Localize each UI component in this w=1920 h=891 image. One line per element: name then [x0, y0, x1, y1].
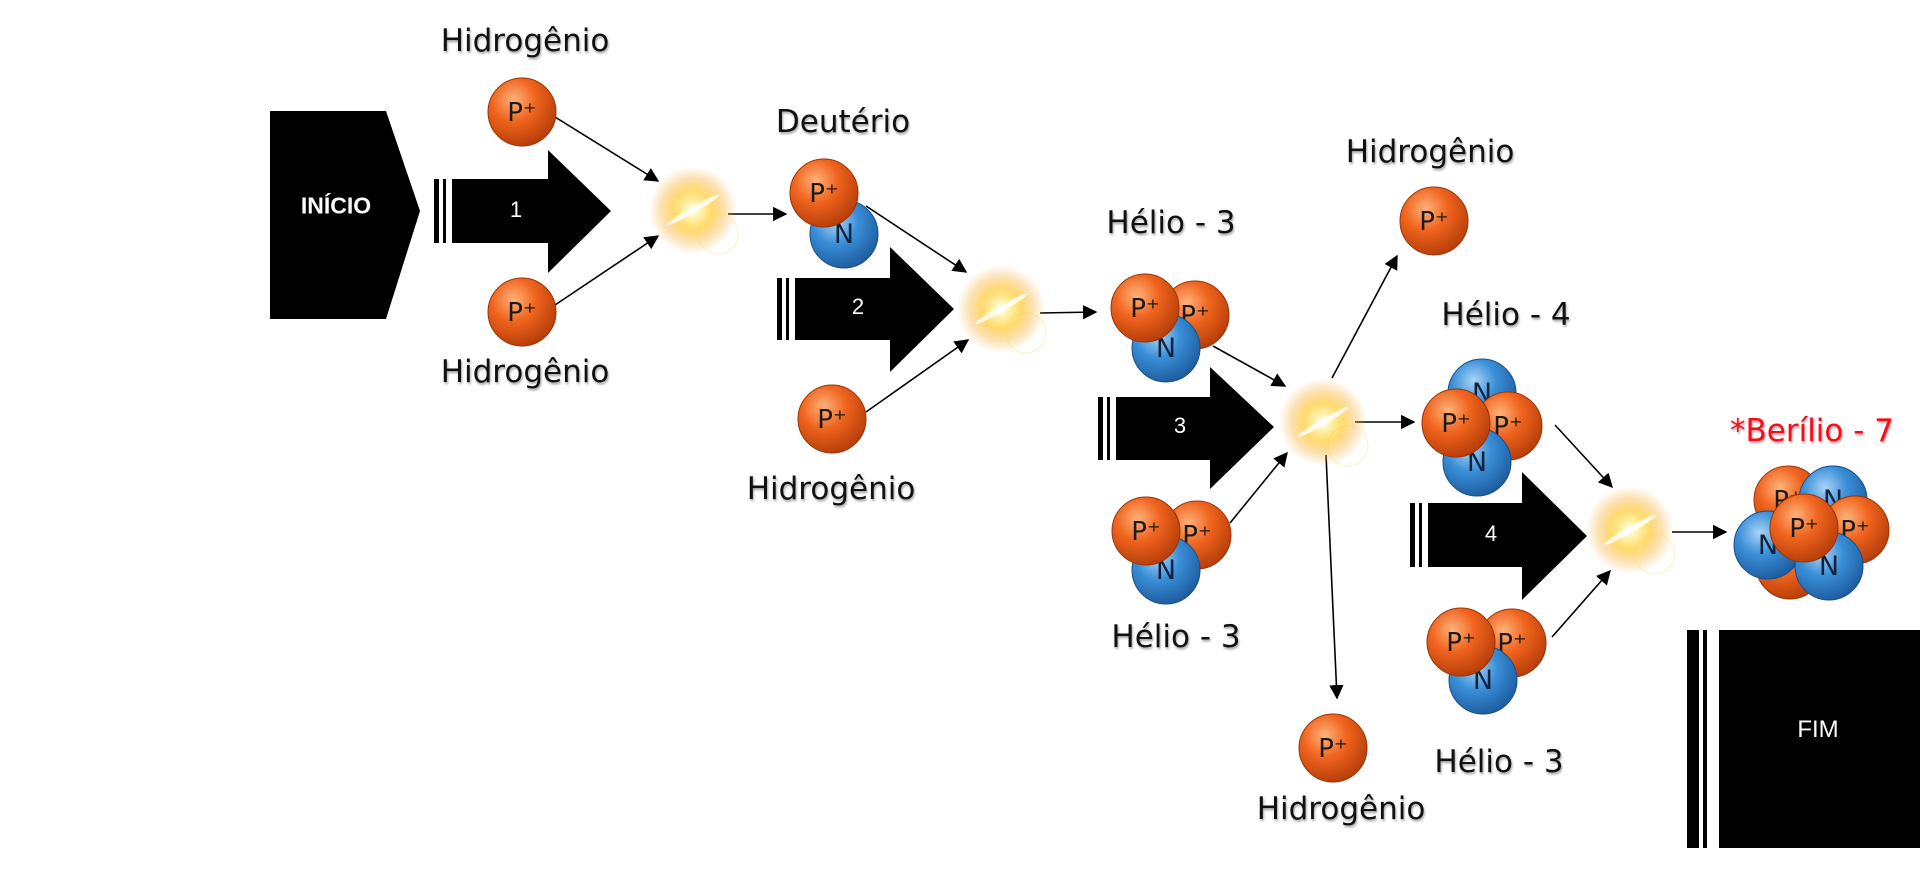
label-deuterio: Deutério: [775, 104, 911, 140]
proton-berilio7-right: P⁺: [1820, 495, 1890, 565]
proton-hidrogenio-out-top: P⁺: [1399, 186, 1469, 256]
svg-text:N: N: [834, 219, 854, 250]
proton-helio3-step4-a: P⁺: [1426, 607, 1496, 677]
label-hidrogenio-top: Hidrogênio: [440, 23, 610, 59]
svg-text:N: N: [1156, 333, 1176, 364]
svg-text:P⁺: P⁺: [1446, 628, 1475, 658]
fusion-flash-4: [1586, 486, 1676, 575]
end-shape: [1687, 630, 1920, 848]
label-helio3-top: Hélio - 3: [1106, 205, 1236, 241]
step-arrow-1: [434, 150, 611, 273]
label-helio4: Hélio - 4: [1441, 297, 1571, 333]
svg-text:N: N: [1473, 665, 1493, 696]
step-number-3: 3: [1173, 413, 1187, 438]
svg-text:P⁺: P⁺: [1318, 734, 1347, 764]
proton-helio3-bottom-a: P⁺: [1111, 496, 1181, 566]
svg-text:P⁺: P⁺: [1130, 294, 1159, 324]
proton-hidrogenio-step2: P⁺: [797, 384, 867, 454]
label-helio3-bottom: Hélio - 3: [1111, 619, 1241, 655]
svg-text:P⁺: P⁺: [1419, 207, 1448, 237]
proton-hidrogenio-top: P⁺: [487, 77, 557, 147]
reaction-arrows: [554, 116, 1728, 700]
step-number-2: 2: [851, 294, 865, 319]
fusion-flash-3: [1279, 378, 1369, 467]
label-helio3-step4: Hélio - 3: [1434, 744, 1564, 780]
svg-text:P⁺: P⁺: [809, 179, 838, 209]
label-hidrogenio-bottom: Hidrogênio: [440, 354, 610, 390]
step-arrow-3: [1098, 367, 1274, 489]
step-number-4: 4: [1484, 521, 1498, 546]
proton-helio4-a: P⁺: [1421, 388, 1491, 458]
svg-text:P⁺: P⁺: [817, 405, 846, 435]
label-hidrogenio-out-top: Hidrogênio: [1345, 134, 1515, 170]
proton-helio3-top-a: P⁺: [1110, 273, 1180, 343]
start-label: INÍCIO: [300, 192, 372, 219]
label-hidrogenio-step2: Hidrogênio: [746, 471, 916, 507]
step-arrow-2: [777, 247, 954, 372]
fusion-flash-1: [649, 166, 739, 255]
svg-text:P⁺: P⁺: [1789, 514, 1818, 544]
label-berilio7: *Berílio - 7: [1729, 413, 1895, 449]
step-number-1: 1: [509, 197, 523, 222]
proton-hidrogenio-bottom: P⁺: [487, 277, 557, 347]
svg-text:P⁺: P⁺: [1441, 409, 1470, 439]
svg-text:P⁺: P⁺: [507, 98, 536, 128]
start-shape: [270, 111, 420, 319]
svg-text:N: N: [1819, 551, 1839, 582]
proton-deuterio: P⁺: [789, 158, 859, 228]
svg-text:N: N: [1156, 555, 1176, 586]
svg-text:P⁺: P⁺: [1131, 517, 1160, 547]
label-hidrogenio-out-bottom: Hidrogênio: [1256, 791, 1426, 827]
proton-berilio7-center: P⁺: [1769, 493, 1839, 563]
step-arrow-4: [1410, 472, 1587, 600]
fusion-flash-2: [957, 265, 1047, 354]
svg-text:N: N: [1467, 447, 1487, 478]
proton-hidrogenio-out-bottom: P⁺: [1298, 713, 1368, 783]
svg-text:P⁺: P⁺: [507, 298, 536, 328]
end-label: FIM: [1797, 716, 1839, 743]
